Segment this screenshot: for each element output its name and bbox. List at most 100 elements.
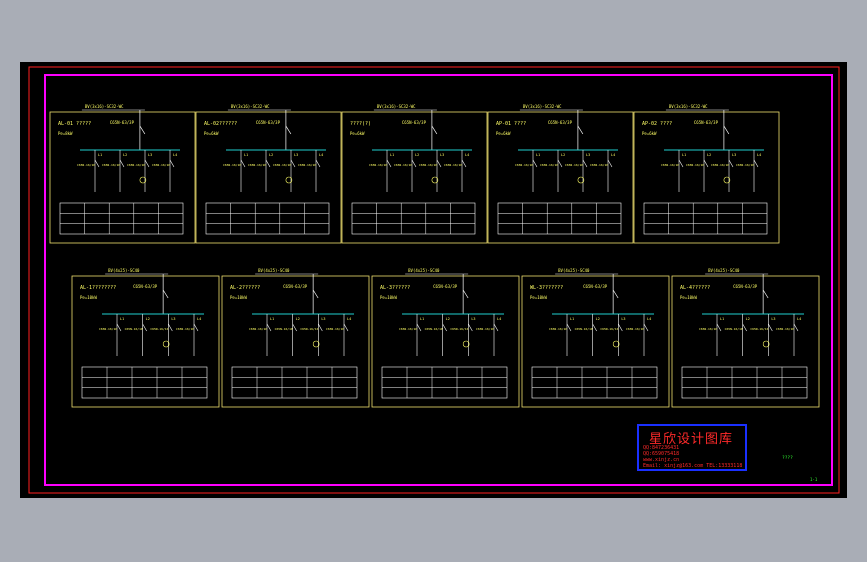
meter-symbol [431,176,439,184]
branch-breaker-label: C65N-16/1P [99,327,117,331]
branch-label: L3 [732,153,736,157]
branch-breaker [557,159,563,168]
branch-breaker [193,323,199,332]
branch-breaker [343,323,349,332]
branch-breaker-label: C65N-16/1P [444,163,462,167]
branch-label: L4 [757,153,761,157]
breaker-label: C65N-63/3P [583,284,608,289]
branch-breaker [290,159,296,168]
branch-breaker-label: C65N-16/1P [661,163,679,167]
branch-breaker [315,159,321,168]
branch-label: L1 [120,317,124,321]
branch-label: L3 [471,317,475,321]
load-table [381,366,508,399]
row2-panel-2: BV(4x25)-SC40C65N-63/3PAL-3??????Pe=10kW… [371,268,520,408]
feed-label: BV(4x25)-SC40 [108,268,140,273]
panel-rating: Pe=10kW [380,295,397,300]
branch-breaker [416,323,422,332]
main-breaker-symbol [462,289,469,299]
branch-breaker [753,159,759,168]
main-breaker-symbol [723,125,730,135]
branch-label: L3 [171,317,175,321]
branch-breaker [493,323,499,332]
panel-name: WL-3??????? [530,285,563,291]
branch-breaker-label: C65N-16/1P [394,163,412,167]
branch-breaker-label: C65N-16/1P [711,163,729,167]
panel-name: AL-2?????? [230,285,260,291]
branch-breaker [292,323,297,332]
stamp-title: 星欣设计图库 [649,432,734,447]
panel-border [221,275,370,408]
branch-breaker-label: C65N-16/1P [515,163,533,167]
branch-breaker-label: C65N-16/1P [77,163,95,167]
branch-breaker-label: C65N-16/1P [102,163,120,167]
stamp-line-3: www.xinjz.cn [643,457,680,463]
branch-label: L2 [146,317,150,321]
branch-breaker-label: C65N-16/1P [699,327,717,331]
branch-breaker-label: C65N-16/1P [590,163,608,167]
branch-breaker [94,159,100,168]
breaker-label: C65N-63/3P [548,120,573,125]
branch-label: L4 [173,153,177,157]
feed-label: BV(3x16)-SC32-WC [377,104,416,109]
branch-breaker [728,159,734,168]
branch-breaker [169,159,175,168]
branch-label: L2 [446,317,450,321]
row2-diagrams: BV(4x25)-SC40C65N-63/3PAL-1????????Pe=10… [71,268,820,408]
branch-breaker [607,159,613,168]
branch-breaker-label: C65N-16/1P [127,163,145,167]
branch-breaker-label: C65N-16/1P [750,327,768,331]
panel-name: AP-02 ???? [642,121,672,127]
branch-breaker [582,159,588,168]
branch-label: L1 [244,153,248,157]
main-breaker-symbol [312,289,319,299]
branch-breaker-label: C65N-16/1P [248,163,266,167]
breaker-label: C65N-63/3P [694,120,719,125]
meter-symbol [762,340,770,348]
load-table [681,366,808,399]
branch-breaker-label: C65N-16/1P [686,163,704,167]
load-table [497,202,622,235]
panel-border [487,111,634,244]
branch-breaker [768,323,773,332]
meter-symbol [162,340,170,348]
panel-name: AP-01 ???? [496,121,526,127]
branch-breaker-label: C65N-16/1P [223,163,241,167]
branch-breaker-label: C65N-16/1P [565,163,583,167]
panel-name: AL-02?????? [204,121,237,127]
breaker-label: C65N-63/3P [283,284,308,289]
branch-breaker-label: C65N-16/1P [275,327,293,331]
branch-label: L2 [123,153,127,157]
feed-label: BV(3x16)-SC32-WC [231,104,270,109]
branch-label: L1 [536,153,540,157]
load-table [531,366,658,399]
branch-label: L1 [420,317,424,321]
main-breaker-symbol [762,289,769,299]
panel-rating: Pe=10kW [530,295,547,300]
meter-symbol [312,340,320,348]
branch-label: L4 [647,317,651,321]
feed-label: BV(3x16)-SC32-WC [523,104,562,109]
breaker-label: C65N-63/3P [110,120,135,125]
branch-breaker-label: C65N-16/1P [776,327,794,331]
branch-label: L4 [319,153,323,157]
panel-rating: Pe=10kW [680,295,697,300]
branch-breaker [265,159,271,168]
branch-breaker [703,159,709,168]
branch-breaker-label: C65N-16/1P [176,327,194,331]
branch-breaker-label: C65N-16/1P [150,327,168,331]
branch-breaker-label: C65N-16/1P [326,327,344,331]
branch-breaker-label: C65N-16/1P [736,163,754,167]
stamp-line-4: Email: xinjz@163.com TEL:13333118 [643,463,743,469]
branch-breaker [119,159,125,168]
branch-label: L4 [347,317,351,321]
branch-breaker-label: C65N-16/1P [152,163,170,167]
main-breaker-symbol [139,125,146,135]
branch-label: L3 [294,153,298,157]
row1-panel-1: BV(3x16)-SC32-WCC65N-63/3PAL-02??????Pe=… [195,104,342,244]
branch-breaker [318,323,323,332]
branch-label: L2 [746,317,750,321]
